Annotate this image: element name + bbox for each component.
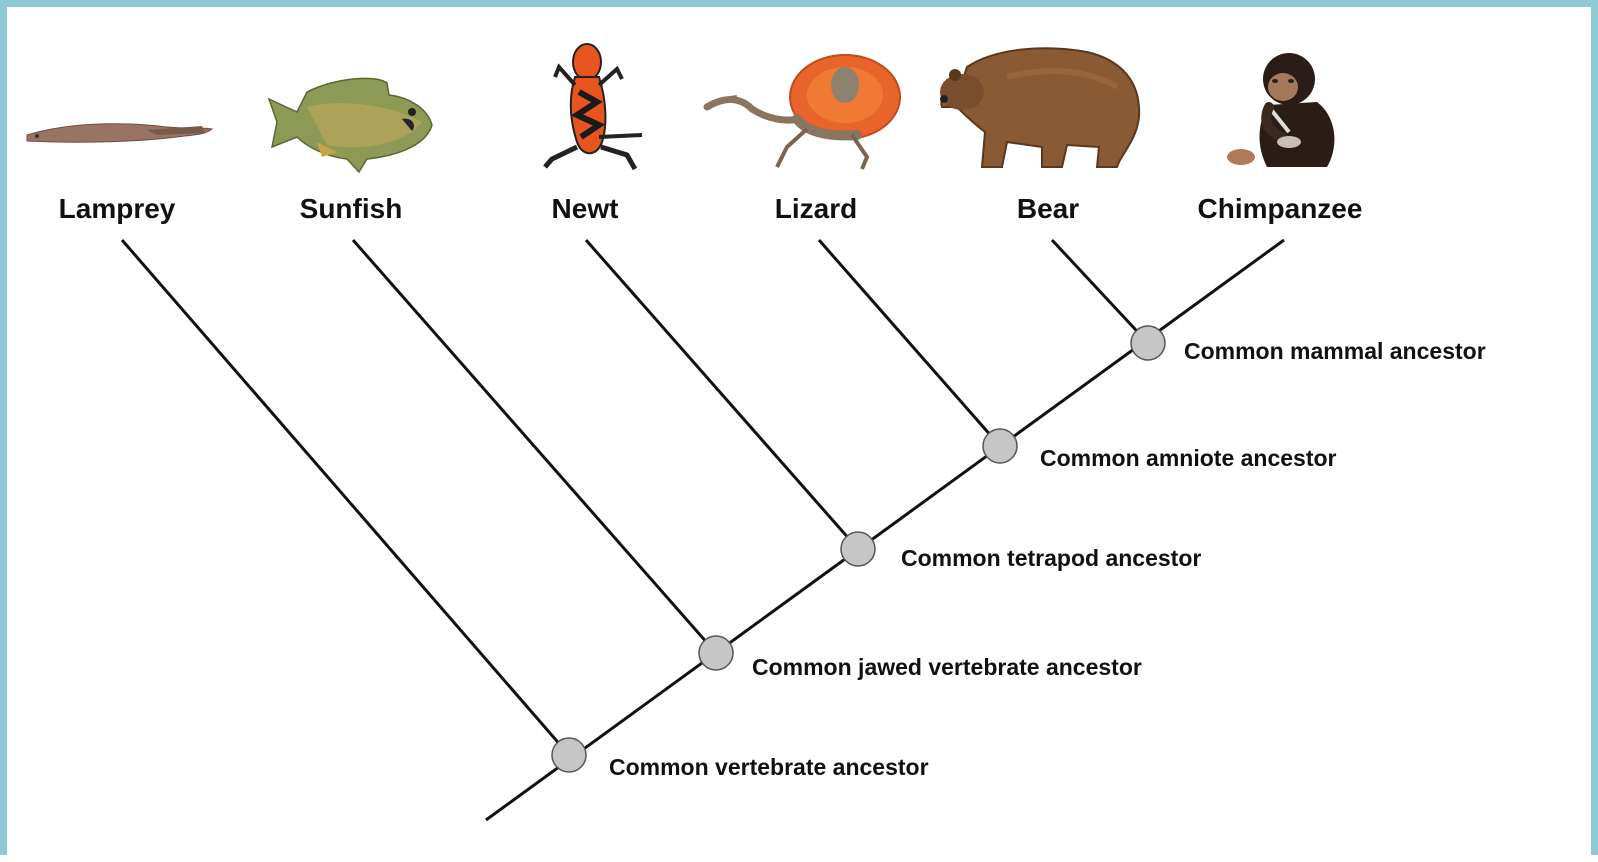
- node-vertebrate: [552, 738, 586, 772]
- phylogenetic-tree: Lamprey Sunfish Newt Lizard Bear Chimpan…: [7, 7, 1598, 862]
- branch-newt: [586, 240, 858, 549]
- lizard-icon: [707, 55, 900, 169]
- node-label-mammal: Common mammal ancestor: [1184, 338, 1486, 364]
- node-label-amniote: Common amniote ancestor: [1040, 445, 1337, 471]
- branch-sunfish: [353, 240, 716, 653]
- taxon-label-lamprey: Lamprey: [59, 193, 176, 224]
- node-label-jawed-vertebrate: Common jawed vertebrate ancestor: [752, 654, 1142, 680]
- branch-lizard: [819, 240, 1000, 446]
- node-label-vertebrate: Common vertebrate ancestor: [609, 754, 929, 780]
- taxon-label-newt: Newt: [552, 193, 619, 224]
- chimpanzee-icon: [1227, 53, 1334, 167]
- branch-bear: [1052, 240, 1148, 343]
- taxon-label-bear: Bear: [1017, 193, 1079, 224]
- node-jawed-vertebrate: [699, 636, 733, 670]
- node-mammal: [1131, 326, 1165, 360]
- sunfish-icon: [269, 78, 432, 172]
- newt-icon: [545, 44, 642, 169]
- branch-lamprey: [122, 240, 569, 755]
- taxon-label-chimpanzee: Chimpanzee: [1198, 193, 1363, 224]
- lamprey-icon: [27, 124, 212, 142]
- bear-icon: [940, 48, 1139, 167]
- taxon-label-sunfish: Sunfish: [300, 193, 403, 224]
- node-amniote: [983, 429, 1017, 463]
- taxon-label-lizard: Lizard: [775, 193, 857, 224]
- node-tetrapod: [841, 532, 875, 566]
- trunk: [486, 240, 1284, 820]
- node-label-tetrapod: Common tetrapod ancestor: [901, 545, 1201, 571]
